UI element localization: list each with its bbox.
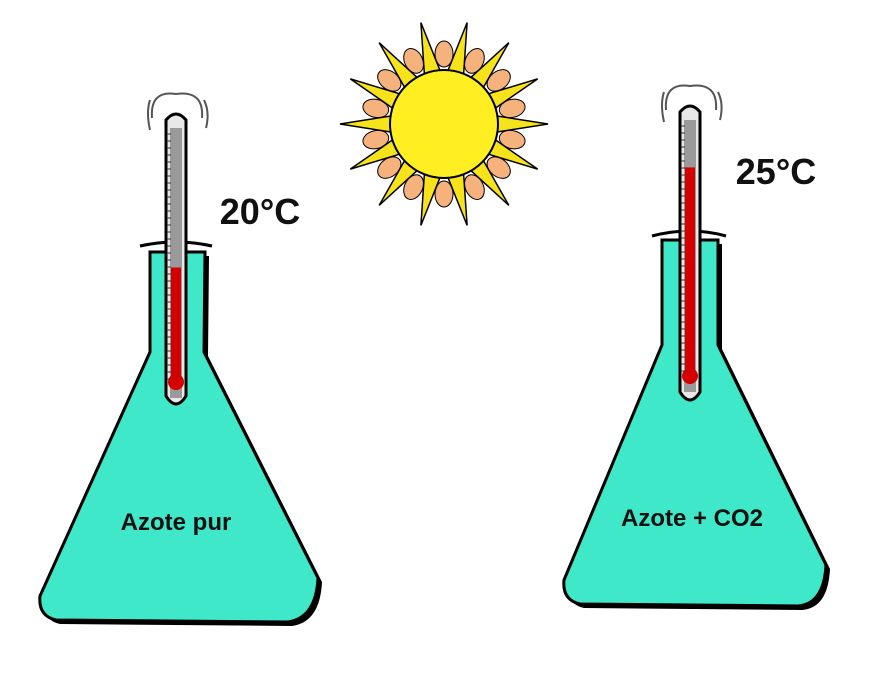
sun-icon <box>339 22 549 226</box>
thermometer-right-mercury <box>685 167 695 374</box>
sun-flame <box>498 98 526 119</box>
flask-right: 25°C Azote + CO2 <box>562 84 830 610</box>
sun-flame <box>434 180 454 208</box>
thermometer-right <box>661 84 723 402</box>
thermometer-left-bulb <box>168 374 184 390</box>
heat-wave-icon <box>661 84 723 123</box>
thermometer-right-scale <box>681 125 685 372</box>
thermometer-left-mercury <box>171 267 181 380</box>
sun-flames <box>362 40 526 208</box>
sun-flame <box>377 69 402 92</box>
sun-flame <box>377 156 402 179</box>
sun-ray <box>494 114 549 134</box>
sun-flame <box>486 156 511 179</box>
heat-wave-icon <box>147 92 209 131</box>
flask-left-body <box>38 250 320 624</box>
sun-flame <box>498 129 526 150</box>
temperature-left: 20°C <box>220 191 300 232</box>
temperature-right: 25°C <box>736 151 816 192</box>
flask-left: 20°C Azote pur <box>38 92 323 626</box>
thermometer-left <box>147 92 209 406</box>
sun-flame <box>434 40 454 68</box>
sun-flame <box>403 174 424 200</box>
gas-label-right: Azote + CO2 <box>621 505 763 532</box>
sun-flame <box>362 129 390 150</box>
sun-core <box>389 69 499 179</box>
sun-flame <box>403 48 424 74</box>
sun-rays <box>339 22 549 226</box>
sun-ray <box>339 114 394 134</box>
sun-flame <box>362 98 390 119</box>
sun-flame <box>464 48 485 74</box>
gas-label-left: Azote pur <box>121 509 232 536</box>
thermometer-left-scale <box>167 133 171 380</box>
sun-flame <box>464 174 485 200</box>
sun-flame <box>486 69 511 92</box>
thermometer-right-bulb <box>682 368 698 384</box>
flask-right-body <box>562 238 828 608</box>
